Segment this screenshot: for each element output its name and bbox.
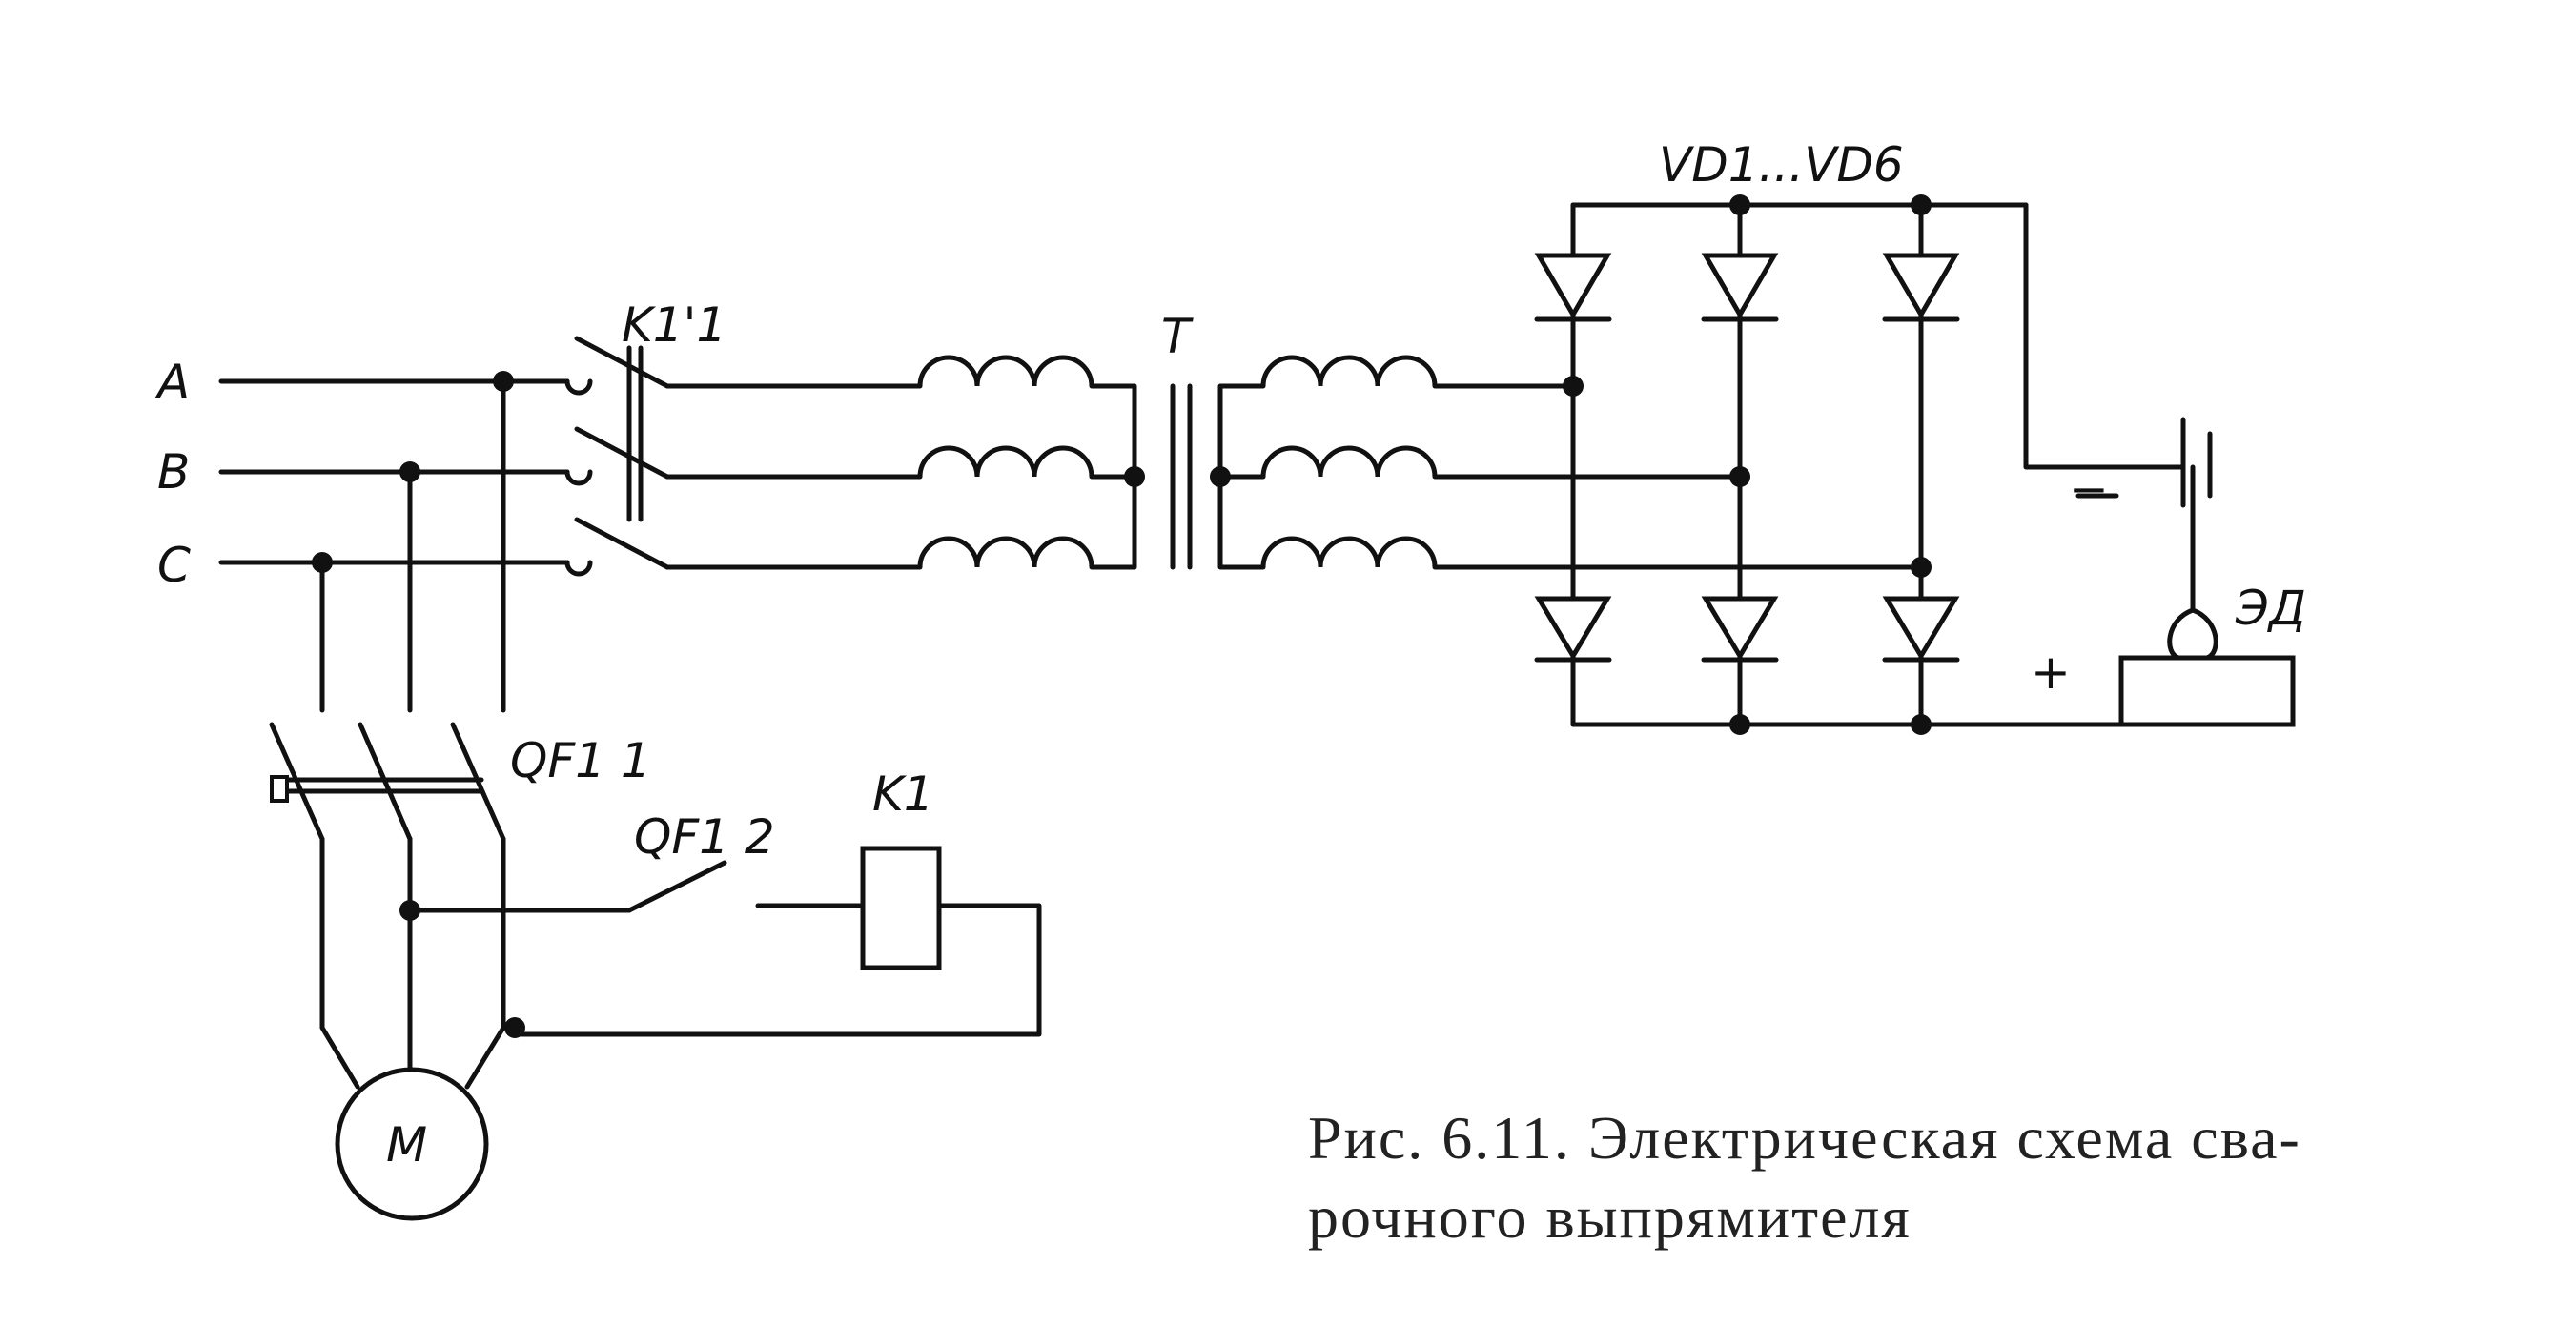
phase-b-label: B [157, 444, 190, 500]
minus-sign: − [2069, 461, 2109, 517]
motor-label: M [386, 1117, 427, 1173]
diode-vd5 [1701, 596, 1779, 663]
plus-sign: + [2031, 644, 2071, 700]
contactor-k1-1-contacts [574, 336, 670, 570]
transformer-core [1170, 383, 1193, 570]
diode-vd3 [1882, 253, 1960, 322]
motor-symbol [335, 1067, 489, 1221]
breaker-feed [312, 371, 514, 713]
contactor-k1-1-label: K1'1 [622, 297, 726, 353]
figure-caption-line2: рочного выпрямителя [1308, 1183, 1912, 1251]
control-circuit [407, 846, 1042, 1037]
workpiece-box [2118, 655, 2296, 727]
dc-output [2023, 202, 2296, 727]
coil-k1-label: K1 [872, 766, 934, 822]
breaker-aux-label: QF1 2 [634, 809, 775, 865]
electrode-label: ЭД [2235, 581, 2306, 636]
breaker-qf1 [269, 722, 506, 842]
diode-vd2 [1701, 253, 1779, 322]
motor-leads [319, 836, 525, 1090]
primary-windings [664, 355, 1145, 570]
diode-vd1 [1534, 253, 1612, 322]
breaker-main-label: QF1 1 [510, 733, 651, 788]
diode-vd4 [1534, 596, 1612, 663]
diode-vd6 [1882, 596, 1960, 663]
coil-k1 [860, 846, 942, 970]
secondary-windings [1210, 355, 1924, 570]
phase-a-label: A [154, 355, 190, 410]
figure-caption-line1: Рис. 6.11. Электрическая схема сва- [1308, 1104, 2301, 1172]
transformer-label: T [1161, 309, 1194, 364]
diodes-label: VD1...VD6 [1659, 137, 1904, 193]
phase-c-label: C [157, 538, 191, 593]
